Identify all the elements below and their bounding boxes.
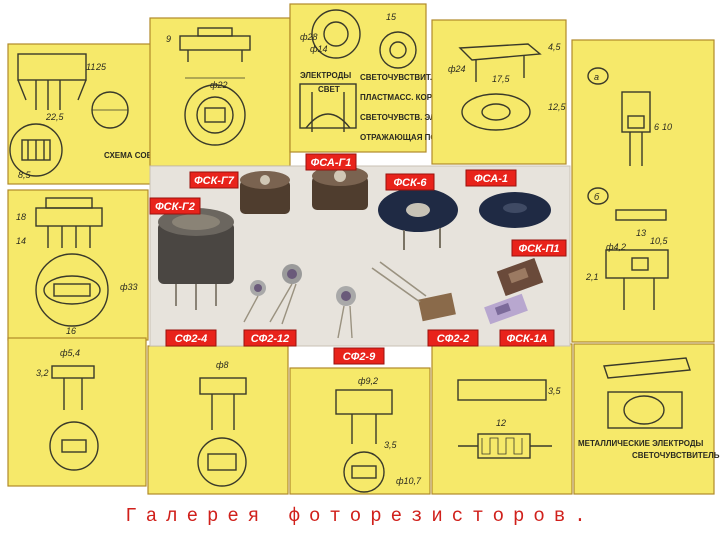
dim-label: ф10,7 — [396, 476, 422, 486]
dim-label: 9 — [166, 34, 171, 44]
annotation-metal-electrodes: МЕТАЛЛИЧЕСКИЕ ЭЛЕКТРОДЫ — [578, 439, 704, 448]
dim-label: 18 — [16, 212, 26, 222]
dim-label: 2,1 — [585, 272, 599, 282]
panel-background — [571, 39, 715, 343]
label-fsk-g7-text: ФСК-Г7 — [194, 175, 235, 187]
device-photo-fsa-g1 — [312, 166, 368, 210]
device-photo-fsk-6 — [378, 188, 458, 250]
dim-label: 16 — [66, 326, 76, 336]
annotation-sensitive-element: СВЕТОЧУВСТВ. ЭЛЕМЕНТ — [360, 113, 464, 122]
label-fsa-1: ФСА-1 — [465, 169, 517, 187]
panel-sf2-9-drawing: ф9,2 3,5 ф10,7 — [289, 367, 431, 495]
panel-fsk-p1-drawing: а б 6 10 ф4,2 10,5 2,1 13 — [571, 39, 715, 343]
label-fsk-6: ФСК-6 — [385, 173, 435, 191]
panel-background — [289, 367, 431, 495]
dim-label: 3,2 — [36, 368, 49, 378]
label-fsk-1a-text: ФСК-1А — [506, 333, 547, 345]
dim-label: 4,5 — [548, 42, 562, 52]
label-sf2-9: СФ2-9 — [333, 347, 385, 365]
dim-label: 10,5 — [650, 236, 669, 246]
dim-label: 12 — [496, 418, 506, 428]
label-sf2-12-text: СФ2-12 — [251, 333, 290, 345]
panel-sf2-4-drawing: ф5,4 3,2 — [7, 337, 147, 487]
device-photo-sf2-12 — [269, 264, 302, 325]
dim-label: ф5,4 — [60, 348, 80, 358]
dim-label: 15 — [386, 12, 397, 22]
label-sf2-2: СФ2-2 — [427, 329, 479, 347]
annotation-photosensitive-layer-2: СВЕТОЧУВСТВИТЕЛЬНЫЙ СЛОЙ — [632, 451, 720, 460]
label-fsk-1a: ФСК-1А — [499, 329, 555, 347]
label-sf2-9-text: СФ2-9 — [343, 351, 376, 363]
dim-label: 12,5 — [548, 102, 567, 112]
label-sf2-12: СФ2-12 — [243, 329, 297, 347]
label-fsk-p1-text: ФСК-П1 — [519, 243, 560, 255]
label-fsk-g7: ФСК-Г7 — [189, 171, 239, 189]
gallery-caption: Галерея фоторезисторов. — [125, 505, 595, 527]
dim-label: ф8 — [216, 360, 229, 370]
device-photo-fsk-p1 — [496, 257, 544, 297]
panel-background — [7, 189, 149, 341]
label-fsk-6-text: ФСК-6 — [393, 177, 427, 189]
variant-b-label: б — [594, 192, 600, 202]
dim-label: ф9,2 — [358, 376, 378, 386]
label-fsa-g1-text: ФСА-Г1 — [311, 157, 352, 169]
central-photo — [149, 165, 571, 347]
dim-label: 22,5 — [45, 112, 65, 122]
dim-label: 8,5 — [18, 170, 32, 180]
label-fsa-1-text: ФСА-1 — [474, 173, 508, 185]
device-photo-fsa-1 — [479, 192, 551, 228]
dim-label: 3,5 — [548, 386, 562, 396]
dim-label: ф24 — [448, 64, 466, 74]
device-photo-sf2-2 — [371, 261, 456, 322]
device-photo-sf2-9 — [336, 286, 356, 339]
dim-label: 17,5 — [492, 74, 511, 84]
annotation-electrodes: ЭЛЕКТРОДЫ — [300, 71, 351, 80]
device-photo-fsk-g7 — [240, 171, 290, 214]
dim-label: ф28 — [300, 32, 318, 42]
dim-label: 14 — [16, 236, 26, 246]
dim-label: 3,5 — [384, 440, 398, 450]
variant-a-label: а — [594, 72, 599, 82]
label-fsk-p1: ФСК-П1 — [511, 239, 567, 257]
panel-sf2-2-drawing: 12 3,5 — [431, 343, 573, 495]
annotation-light: СВЕТ — [318, 85, 340, 94]
label-fsk-g2: ФСК-Г2 — [149, 197, 201, 215]
dim-label: ф22 — [210, 80, 228, 90]
panel-sf2-12-drawing: ф8 — [147, 345, 289, 495]
panel-fsk-6-section-drawing: 15 ф28 ф14 ЭЛЕКТРОДЫ СВЕТ СВЕТОЧУВСТВИТ.… — [289, 3, 466, 153]
dim-label: ф33 — [120, 282, 138, 292]
label-fsa-g1: ФСА-Г1 — [305, 153, 357, 171]
annotation-reflecting-surface: ОТРАЖАЮЩАЯ ПОВЕРХН. — [360, 133, 466, 142]
panel-fsk-g2-drawing: 18 14 16 ф33 — [7, 189, 149, 341]
panel-background — [7, 43, 157, 185]
panel-background — [7, 337, 147, 487]
label-fsk-g2-text: ФСК-Г2 — [155, 201, 195, 213]
dim-label: ф4,2 — [606, 242, 626, 252]
panel-fsa-g1-mount-drawing: 9 ф22 — [149, 17, 291, 167]
label-sf2-4-text: СФ2-4 — [175, 333, 207, 345]
device-photo-fsk-g2 — [158, 208, 234, 310]
dim-label: 25 — [95, 62, 107, 72]
panel-background — [573, 343, 715, 495]
label-sf2-2-text: СФ2-2 — [437, 333, 469, 345]
dim-label: 11 — [86, 62, 95, 72]
device-photo-sf2-4 — [243, 280, 266, 323]
dim-label: 10 — [662, 122, 672, 132]
label-sf2-4: СФ2-4 — [165, 329, 217, 347]
annotation-photosensitive-layer: СВЕТОЧУВСТВИТ. СЛОЙ — [360, 73, 458, 82]
dim-label: ф14 — [310, 44, 328, 54]
panel-fsa-1-drawing: ф24 17,5 12,5 4,5 — [431, 19, 567, 165]
dim-label: 6 — [654, 122, 659, 132]
device-photo-fsk-1a — [484, 293, 528, 325]
panel-fsk-1a-drawing: МЕТАЛЛИЧЕСКИЕ ЭЛЕКТРОДЫ СВЕТОЧУВСТВИТЕЛЬ… — [573, 343, 720, 495]
annotation-plastic-case: ПЛАСТМАСС. КОРПУС — [360, 93, 449, 102]
panel-background — [431, 343, 573, 495]
panel-background — [431, 19, 567, 165]
dim-label: 13 — [636, 228, 646, 238]
